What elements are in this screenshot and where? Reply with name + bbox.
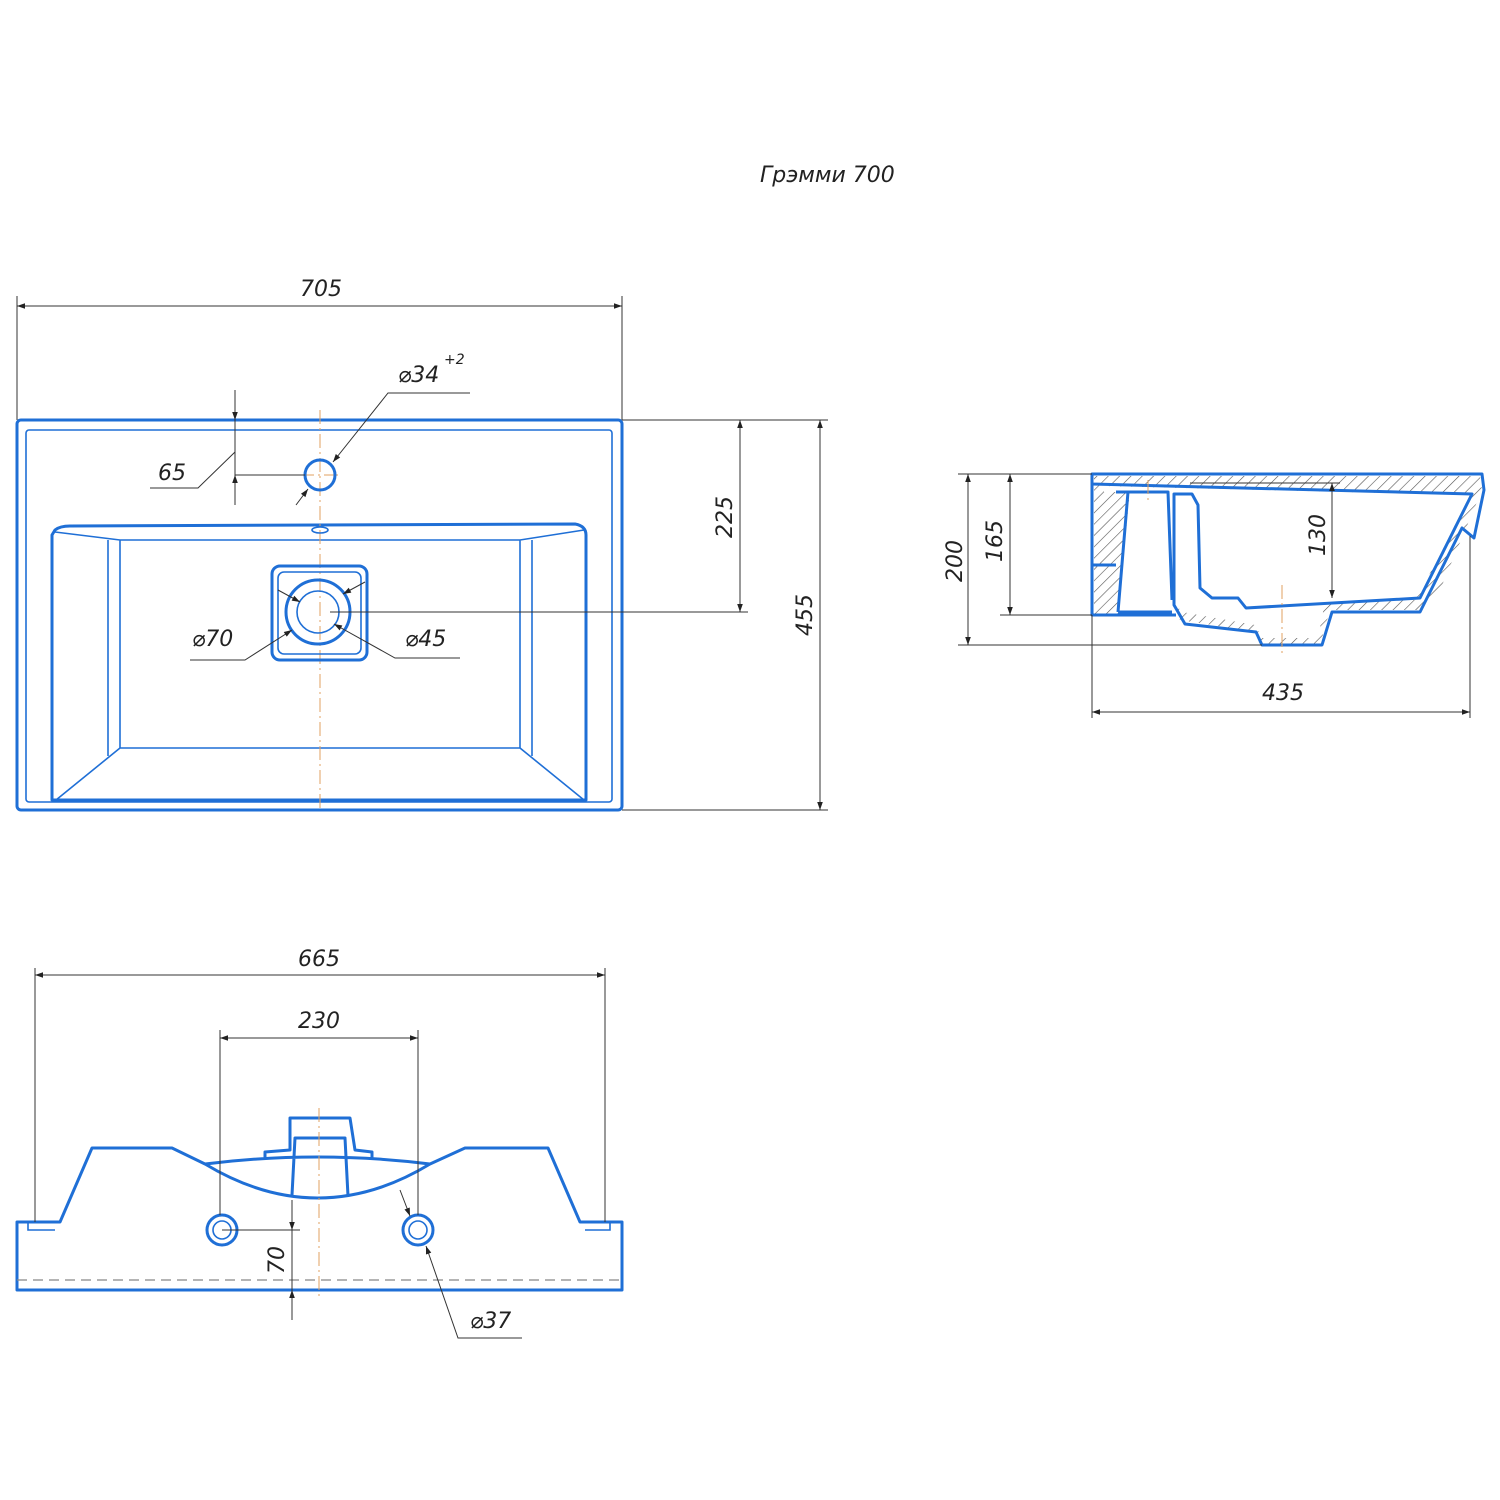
dim-705: 705	[300, 277, 342, 302]
drain-recess-inner	[277, 571, 362, 655]
front-view: 665 230 70 ⌀37	[15, 947, 624, 1339]
dim-455: 455	[793, 594, 818, 636]
dim-drain-inner-diameter: ⌀45	[405, 627, 446, 652]
drain-recess	[270, 564, 369, 662]
dim-drain-outer-diameter: ⌀70	[192, 627, 233, 652]
sink-section-outline	[1090, 472, 1486, 647]
dim-130: 130	[1306, 514, 1331, 556]
dim-mount-hole-diameter: ⌀37	[470, 1309, 511, 1334]
dim-435: 435	[1262, 681, 1304, 706]
dim-65: 65	[158, 461, 186, 486]
dim-665: 665	[298, 947, 340, 972]
tap-deck	[204, 1116, 431, 1197]
dim-70: 70	[265, 1246, 290, 1274]
top-view: 705 455 225 65 ⌀34 +2 ⌀70 ⌀45	[15, 277, 828, 812]
dim-200: 200	[943, 540, 968, 582]
basin-inner-rim	[25, 429, 613, 803]
mount-hole-right	[401, 1213, 435, 1247]
basin-bowl	[50, 522, 588, 802]
mount-hole-right-inner	[408, 1220, 428, 1240]
dim-165: 165	[983, 520, 1008, 562]
dim-tap-hole-tolerance: +2	[444, 352, 465, 368]
dim-tap-hole-diameter: ⌀34	[398, 363, 439, 388]
drawing-title: Грэмми 700	[760, 163, 895, 188]
side-section-view: 200 165 130 435	[943, 472, 1486, 718]
dim-230: 230	[298, 1009, 340, 1034]
overflow-hole	[311, 526, 329, 534]
dim-225: 225	[713, 496, 738, 538]
front-feet	[27, 1222, 611, 1231]
